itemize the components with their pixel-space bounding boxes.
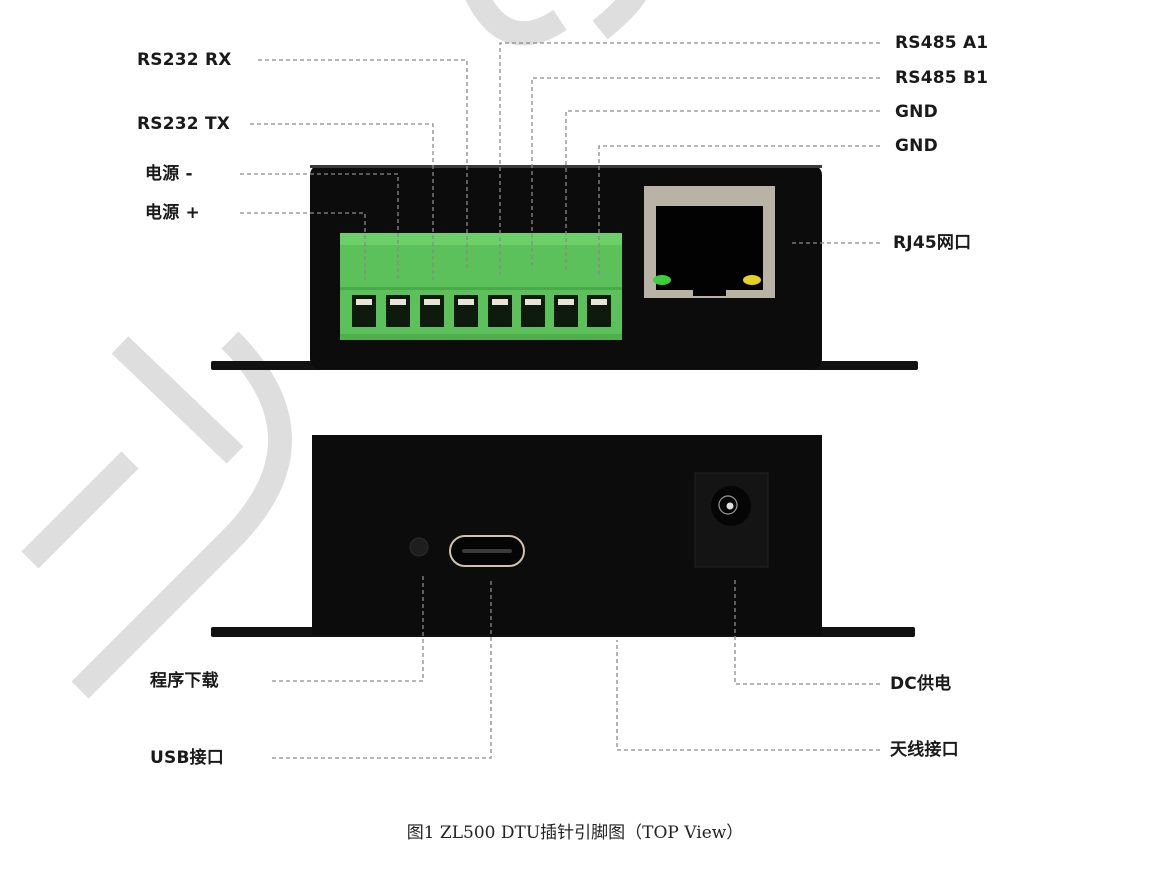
activity-led-icon (743, 275, 761, 285)
label-antenna-port: 天线接口 (890, 740, 959, 760)
terminal-block (340, 233, 622, 340)
link-led-icon (653, 275, 671, 285)
label-gnd-1: GND (895, 102, 938, 122)
label-power-positive: 电源 + (145, 203, 200, 223)
bottom-device (211, 435, 915, 637)
label-rs232-tx: RS232 TX (137, 114, 231, 134)
label-gnd-2: GND (895, 136, 938, 156)
bottom-leader-lines (272, 575, 880, 759)
label-rs485-b1: RS485 B1 (895, 68, 989, 88)
label-rs232-rx: RS232 RX (137, 50, 232, 70)
rj45-port (644, 186, 775, 298)
label-usb-port: USB接口 (150, 748, 225, 768)
top-device (211, 165, 918, 370)
program-button-icon (409, 537, 429, 557)
label-program-download: 程序下载 (150, 671, 219, 691)
label-dc-power: DC供电 (890, 674, 952, 694)
label-rj45: RJ45网口 (893, 233, 972, 253)
top-leader-lines (240, 42, 880, 280)
label-power-negative: 电源 - (145, 164, 193, 184)
figure-caption: 图1 ZL500 DTU插针引脚图（TOP View） (406, 823, 744, 843)
label-rs485-a1: RS485 A1 (895, 33, 989, 53)
